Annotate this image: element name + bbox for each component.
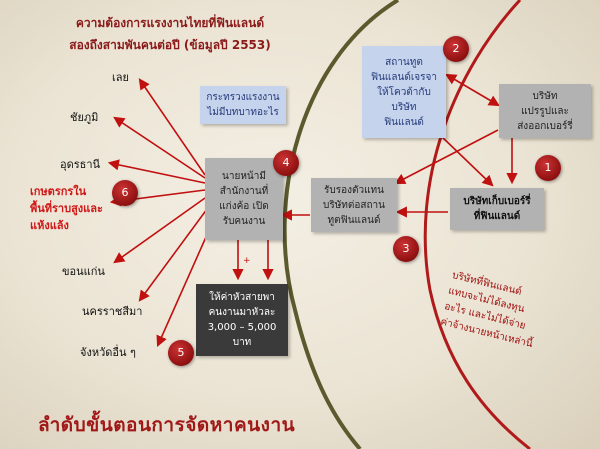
small-plus-mark: + [243,256,251,266]
title-line-2: สองถึงสามพันคนต่อปี (ข้อมูลปี 2553) [69,38,271,52]
step-badge-2: 2 [443,36,469,62]
embassy-text: สถานทูต ฟินแลนด์เจรจา ให้โควต้ากับ บริษั… [371,56,437,128]
arrow-broker-to-khonkaen [113,197,206,264]
step-badge-3: 3 [393,236,419,262]
region-udon: อุดรธานี [60,158,101,171]
footer-caption: ลำดับขั้นตอนการจัดหาคนงาน [38,414,296,436]
arrow-processor-to-agent [394,129,499,185]
embassy-box: สถานทูต ฟินแลนด์เจรจา ให้โควต้ากับ บริษั… [362,46,446,138]
arrow-broker-to-udon [107,159,206,184]
green-boundary-curve [282,0,400,449]
processor-text: บริษัท แปรรูปและ ส่งออกเบอร์รี่ [517,90,573,132]
fee-text: ให้ค่าหัวสายพา คนงานมาหัวละ 3,000 – 5,00… [207,292,277,348]
broker-text: นายหน้ามี สำนักงานที่ แก่งค้อ เปิด รับคน… [219,171,269,227]
arrow-broker-to-loei [138,78,206,176]
step-badge-6: 6 [112,180,138,206]
region-farmers: เกษตรกรใน พื้นที่ราบสูงและ แห้งแล้ง [30,185,103,232]
agent-box: รับรองตัวแทน บริษัทต่อสถาน ทูตฟินแลนด์ [311,178,397,232]
ministry-box: กระทรวงแรงงาน ไม่มีบทบาทอะไร [200,86,286,124]
region-loei: เลย [112,71,129,84]
red-boundary-curve [423,0,531,449]
arrow-broker-to-korat [138,204,211,302]
picker-text: บริษัทเก็บเบอร์รี่ ที่ฟินแลนด์ [463,196,531,222]
picker-box: บริษัทเก็บเบอร์รี่ ที่ฟินแลนด์ [450,188,544,230]
region-chaiyaphum: ชัยภูมิ [70,111,99,124]
step-badge-4: 4 [273,150,299,176]
region-khonkaen: ขอนแก่น [62,265,105,278]
broker-box: นายหน้ามี สำนักงานที่ แก่งค้อ เปิด รับคน… [205,158,283,240]
processor-box: บริษัท แปรรูปและ ส่งออกเบอร์รี่ [499,84,591,138]
region-other: จังหวัดอื่น ๆ [80,346,136,359]
step-badge-1: 1 [535,155,561,181]
arrow-broker-to-chaiyaphum [113,116,206,179]
arrow-processor-embassy [445,73,500,107]
region-korat: นครราชสีมา [82,305,143,318]
diagram-title: ความต้องการแรงงานไทยที่ฟินแลนด์ สองถึงสา… [40,12,300,56]
agent-text: รับรองตัวแทน บริษัทต่อสถาน ทูตฟินแลนด์ [322,184,385,226]
fee-box: ให้ค่าหัวสายพา คนงานมาหัวละ 3,000 – 5,00… [196,284,288,356]
step-badge-5: 5 [168,340,194,366]
ministry-text: กระทรวงแรงงาน ไม่มีบทบาทอะไร [206,92,280,118]
title-line-1: ความต้องการแรงงานไทยที่ฟินแลนด์ [75,16,265,30]
arrow-embassy-to-picker [439,134,494,187]
